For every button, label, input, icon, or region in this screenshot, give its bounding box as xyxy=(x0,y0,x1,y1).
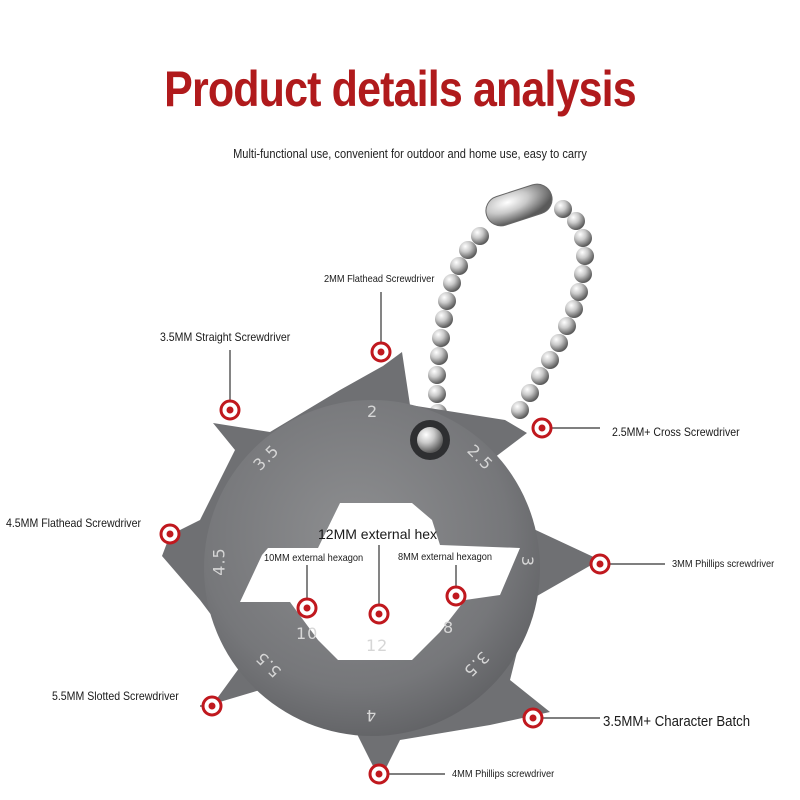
marker-2-5mm-cross xyxy=(531,417,553,439)
marker-4-5mm-flathead xyxy=(159,523,181,545)
marker-5-5mm-slotted xyxy=(201,695,223,717)
tool-marking-12: 12 xyxy=(366,636,389,655)
marker-4mm-phillips xyxy=(368,763,390,785)
marker-3-5mm-batch xyxy=(522,707,544,729)
multi-tool-body xyxy=(162,352,600,780)
page-title: Product details analysis xyxy=(164,61,637,117)
marker-3-5mm-straight xyxy=(219,399,241,421)
marker-2mm-flathead xyxy=(370,341,392,363)
label-5-5mm-slotted: 5.5MM Slotted Screwdriver xyxy=(52,689,179,703)
label-4-5mm-flathead: 4.5MM Flathead Screwdriver xyxy=(6,516,141,530)
chain-clasp xyxy=(485,183,553,227)
label-2mm-flathead: 2MM Flathead Screwdriver xyxy=(324,273,435,285)
label-4mm-phillips: 4MM Phillips screwdriver xyxy=(452,768,555,780)
tool-marking-2: 2 xyxy=(367,402,379,421)
marker-12mm-hex xyxy=(368,603,390,625)
page-subtitle: Multi-functional use, convenient for out… xyxy=(233,146,587,161)
marker-10mm-hex xyxy=(296,597,318,619)
label-8mm-hex: 8MM external hexagon xyxy=(398,551,492,563)
label-3-5mm-batch: 3.5MM+ Character Batch xyxy=(603,713,751,730)
tool-marking-8: 8 xyxy=(443,618,455,637)
callout-markers xyxy=(159,341,611,785)
tool-marking-3: 3 xyxy=(518,555,538,568)
label-3-5mm-straight: 3.5MM Straight Screwdriver xyxy=(160,330,291,344)
label-2-5mm-cross: 2.5MM+ Cross Screwdriver xyxy=(612,425,740,439)
label-12mm-hex: 12MM external hex xyxy=(318,526,438,542)
tool-marking-10: 10 xyxy=(296,624,319,643)
label-3mm-phillips: 3MM Phillips screwdriver xyxy=(672,558,775,570)
tool-marking-4-5: 4.5 xyxy=(209,547,229,576)
marker-3mm-phillips xyxy=(589,553,611,575)
tool-marking-4: 4 xyxy=(365,706,377,725)
marker-8mm-hex xyxy=(445,585,467,607)
label-10mm-hex: 10MM external hexagon xyxy=(264,552,364,564)
